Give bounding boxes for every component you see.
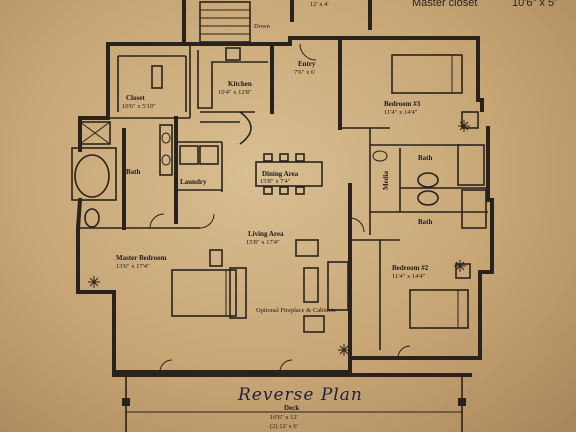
dining-label: Dining Area	[262, 170, 299, 178]
master-bedroom-dim: 13'6" x 17'4"	[116, 263, 150, 270]
bedroom3-dim: 11'4" x 14'4"	[384, 109, 418, 116]
porch-dim: 16'6" x 12'	[270, 414, 298, 421]
top-fragment-dim: 12' x 4'	[310, 1, 329, 8]
porch-dim-2: (2) 12' x 6'	[270, 423, 298, 430]
bedroom2-bed	[409, 263, 471, 329]
reverse-plan-handwriting: Reverse Plan	[237, 385, 363, 405]
living-furniture	[229, 239, 349, 333]
porch	[122, 375, 466, 432]
living-label: Living Area	[248, 230, 284, 238]
bedroom2-dim: 11'4" x 14'4"	[392, 273, 426, 280]
interior-walls	[78, 36, 488, 374]
closet-dim: 10'6" x 5'10"	[122, 103, 156, 110]
master-bath-label: Bath	[126, 168, 141, 176]
master-closet-dim: 10'6" x 5'	[512, 0, 556, 9]
dining-table	[255, 153, 323, 195]
entry-label: Entry	[298, 60, 316, 68]
hall-bath-label: Bath	[418, 154, 433, 162]
master-bed	[171, 249, 237, 317]
kitchen-counters	[197, 47, 268, 109]
living-dim: 15'8" x 17'4"	[246, 239, 280, 246]
fireplace-label: Optional Fireplace & Cabinets	[256, 307, 336, 314]
stairs: Down	[182, 0, 372, 44]
laundry-fixtures	[179, 145, 219, 165]
media-label: Media	[382, 170, 390, 190]
laundry-label: Laundry	[180, 178, 207, 186]
closet-label: Closet	[126, 94, 145, 102]
master-bath-fixtures	[71, 121, 173, 228]
bedroom3-bed	[391, 54, 479, 129]
bedroom3-label: Bedroom #3	[384, 100, 421, 108]
door-swings	[149, 43, 411, 373]
plant-symbols	[88, 120, 470, 356]
entry-dim: 7'6" x 6'	[294, 69, 315, 76]
master-bedroom-label: Master Bedroom	[116, 254, 167, 262]
kitchen-label: Kitchen	[228, 80, 252, 88]
stairs-label: Down	[254, 23, 271, 30]
hall-bath-fixtures	[372, 144, 487, 229]
dining-dim: 15'8" x 7'4"	[260, 178, 291, 185]
exterior-walls	[76, 36, 494, 377]
bedroom2-label: Bedroom #2	[392, 264, 429, 272]
porch-label: Deck	[284, 404, 299, 412]
kitchen-dim: 10'4" x 12'8"	[218, 89, 252, 96]
small-bath-label: Bath	[418, 218, 433, 226]
master-closet-label: Master closet	[412, 0, 477, 9]
